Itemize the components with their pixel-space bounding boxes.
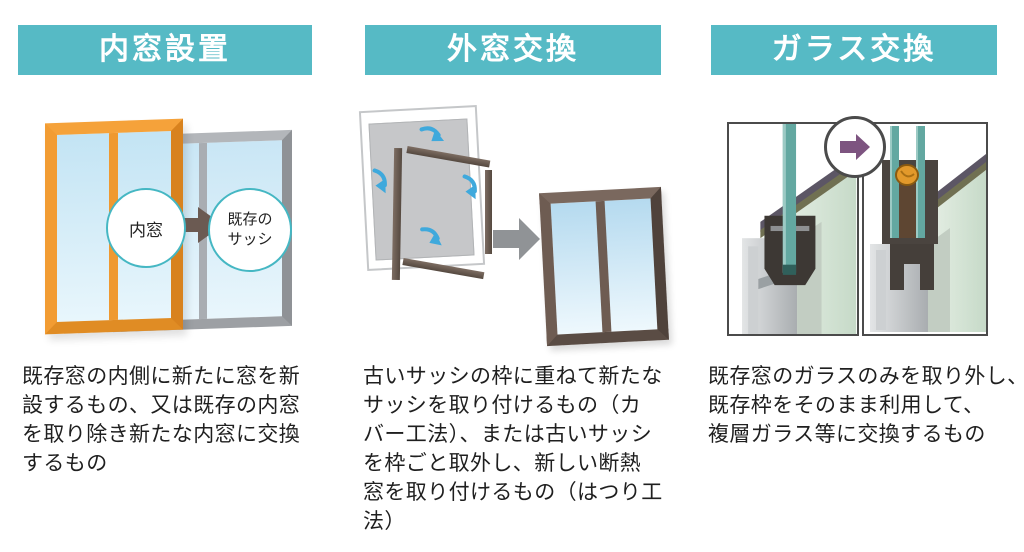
- curved-arrow-icon: [462, 174, 477, 200]
- purple-arrow-right-icon: [840, 134, 870, 160]
- sealant-detail: [900, 170, 915, 178]
- illustration-glass-replace: [700, 100, 1005, 348]
- purple-arrow-shape: [840, 134, 870, 160]
- single-glazing-diagram: [742, 124, 857, 334]
- inner-glass-pane: [916, 126, 925, 238]
- glass-highlight: [916, 126, 918, 238]
- new-sash-bar-right: [485, 170, 492, 254]
- block-arrow-right-icon: [493, 218, 540, 260]
- header-glass-replace: ガラス交換: [711, 25, 997, 75]
- frame-highlight: [876, 250, 886, 330]
- header-outer-window-replace: 外窓交換: [365, 25, 661, 75]
- curved-arrow-head: [429, 232, 442, 246]
- curved-arrow-head: [465, 184, 476, 200]
- curved-arrow-head: [375, 178, 386, 194]
- header-inner-window-install: 内窓設置: [18, 25, 312, 75]
- illustration-inner-window-install: 内窓 既存の サッシ: [20, 100, 320, 358]
- double-glazing-cross-section: [862, 122, 988, 336]
- curved-arrow-icon: [419, 126, 445, 142]
- description-glass-replace: 既存窓のガラスのみを取り外し、 既存枠をそのまま利用して、 複層ガラス等に交換す…: [708, 365, 1024, 446]
- curved-arrow-icon: [372, 168, 387, 194]
- single-glass-pane: [782, 124, 797, 273]
- description-inner-window-install: 既存窓の内側に新たに窓を新 設するもの、又は既存の内窓 を取り除き新たな内窓に交…: [22, 365, 301, 475]
- block-arrow-shape: [493, 218, 540, 260]
- single-glazing-cross-section: [727, 122, 859, 336]
- window-center-divider: [595, 200, 612, 333]
- description-outer-window-replace: 古いサッシの枠に重ねて新たな サッシを取り付けるもの（カ バー工法）、または古い…: [363, 365, 663, 533]
- glass-edge: [782, 264, 797, 275]
- sealant-spacer: [895, 164, 919, 186]
- outer-glass-pane: [890, 126, 899, 238]
- curved-arrow-head: [431, 129, 445, 142]
- frame-highlight: [748, 246, 759, 334]
- inner-window-label-badge: 内窓: [106, 188, 186, 268]
- existing-sash-label-badge: 既存の サッシ: [208, 188, 292, 272]
- glass-highlight: [890, 126, 892, 238]
- new-window-graphic: [539, 186, 669, 347]
- curved-arrow-icon: [420, 227, 442, 246]
- double-glazing-diagram: [870, 126, 986, 332]
- frame-channel: [890, 244, 934, 290]
- step-arrow-badge: [824, 116, 886, 178]
- illustration-outer-window-replace: [355, 100, 669, 355]
- glass-highlight: [782, 124, 786, 273]
